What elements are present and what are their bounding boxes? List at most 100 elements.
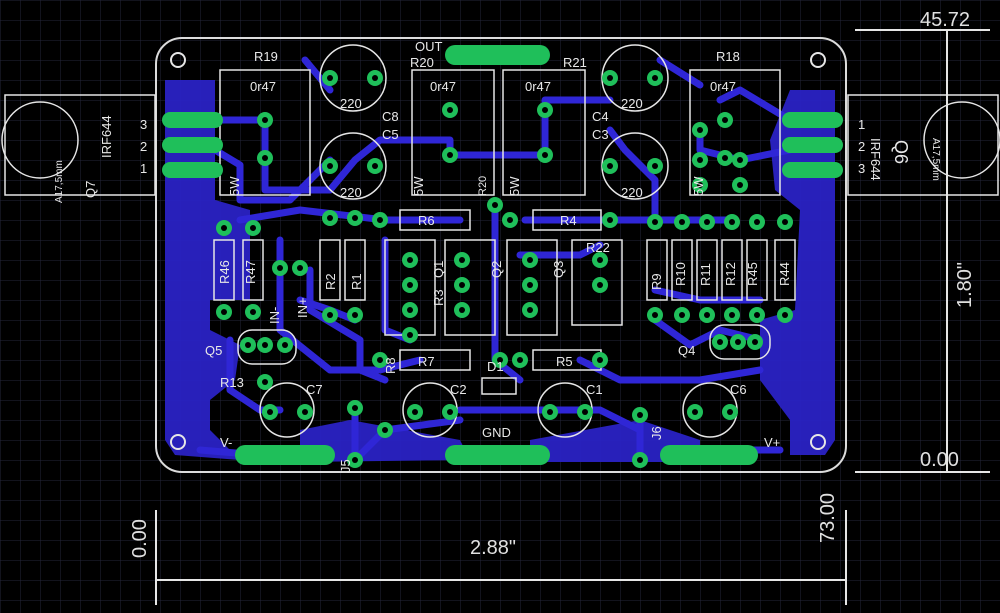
label-d1: D1 (487, 359, 504, 374)
label-r7: R7 (418, 354, 435, 369)
pad-drill (262, 117, 268, 123)
pad-drill (407, 257, 413, 263)
pad-drill (282, 342, 288, 348)
pad-drill (447, 152, 453, 158)
pad-drill (679, 219, 685, 225)
pad-drill (652, 312, 658, 318)
label-q6-pin-3: 3 (858, 161, 866, 176)
pad-drill (327, 163, 333, 169)
dimension-height-zero: 0.00 (920, 449, 959, 471)
label-c7: C7 (306, 382, 323, 397)
label-cap-220-d: 220 (621, 185, 643, 200)
pad-drill (459, 282, 465, 288)
label-v-plus: V+ (764, 435, 781, 450)
pad-drill (547, 409, 553, 415)
pad-drill (704, 312, 710, 318)
label-q7-pin-3: 3 (140, 117, 148, 132)
label-r10: R10 (673, 262, 688, 286)
pad-drill (517, 357, 523, 363)
label-q4: Q4 (678, 343, 696, 358)
pad-drill (752, 339, 758, 345)
pad-drill (507, 217, 513, 223)
pad-drill (782, 312, 788, 318)
pad-drill (754, 219, 760, 225)
label-r47: R47 (243, 260, 258, 284)
label-c8: C8 (382, 109, 399, 124)
label-q7-pin-2: 2 (140, 139, 148, 154)
label-r20: R20 (410, 55, 434, 70)
pad-drill (697, 127, 703, 133)
pad-drill (277, 265, 283, 271)
pad-drill (221, 225, 227, 231)
label-r1: R1 (349, 273, 364, 290)
pad-drill (327, 312, 333, 318)
pad-drill (737, 157, 743, 163)
label-v-minus: V- (220, 435, 233, 450)
label-r13: R13 (220, 375, 244, 390)
label-r12: R12 (723, 262, 738, 286)
pad-drill (267, 409, 273, 415)
pad-drill (221, 309, 227, 315)
pad-drill (697, 157, 703, 163)
label-in-plus: IN+ (295, 297, 310, 318)
label-r21-value: 0r47 (525, 79, 552, 94)
dimension-width-mm: 73.00 (817, 492, 839, 543)
pad-drill (262, 342, 268, 348)
label-r20-side: R20 (477, 175, 489, 196)
dimension-height-top: 45.72 (920, 9, 971, 31)
pad-drill (372, 75, 378, 81)
pad-drill (729, 219, 735, 225)
label-r22: R22 (586, 240, 610, 255)
pad-drill (697, 182, 703, 188)
label-r45: R45 (745, 262, 760, 286)
dimension-width-inches: 2.88" (470, 537, 517, 559)
pad-drill (262, 155, 268, 161)
pad-drill (250, 225, 256, 231)
pad-drill (352, 215, 358, 221)
mounting-holes (170, 52, 826, 450)
pad-drill (607, 75, 613, 81)
label-c4: C4 (592, 109, 609, 124)
label-cap-220-a: 220 (340, 96, 362, 111)
pad-drill (542, 152, 548, 158)
pad-drill (407, 332, 413, 338)
label-c2: C2 (450, 382, 467, 397)
label-q6-heatsink: A17,5mm (930, 138, 941, 181)
pad-drill (262, 379, 268, 385)
label-q5: Q5 (205, 343, 223, 358)
pad-drill (497, 357, 503, 363)
pad-drill (245, 342, 251, 348)
label-5w-d: 5W (691, 176, 706, 197)
label-gnd: GND (482, 425, 511, 440)
pad-drill (692, 409, 698, 415)
pad-drill (377, 217, 383, 223)
pad-drill (727, 409, 733, 415)
label-5w-a: 5W (227, 176, 242, 197)
pad-drill (407, 307, 413, 313)
label-cap-220-b: 220 (340, 185, 362, 200)
label-out: OUT (415, 39, 443, 54)
pad-drill (597, 357, 603, 363)
label-c6: C6 (730, 382, 747, 397)
label-j5: J5 (338, 459, 353, 473)
label-q3: Q3 (551, 260, 566, 278)
label-j6: J6 (649, 426, 664, 440)
pad-drill (302, 409, 308, 415)
label-r4: R4 (560, 213, 577, 228)
pad-drill (327, 215, 333, 221)
label-q6-pin-2: 2 (858, 139, 866, 154)
pad-drill (722, 117, 728, 123)
pad-drill (527, 282, 533, 288)
pad-drill (297, 265, 303, 271)
pad-drill (652, 163, 658, 169)
label-r20-value: 0r47 (430, 79, 457, 94)
pad-drill (607, 163, 613, 169)
label-5w-b: 5W (411, 176, 426, 197)
label-q7: Q7 (83, 180, 98, 198)
label-r18-value: 0r47 (710, 79, 737, 94)
label-r21: R21 (563, 55, 587, 70)
label-r9: R9 (649, 273, 664, 290)
label-r46: R46 (217, 260, 232, 284)
pad-drill (352, 457, 358, 463)
